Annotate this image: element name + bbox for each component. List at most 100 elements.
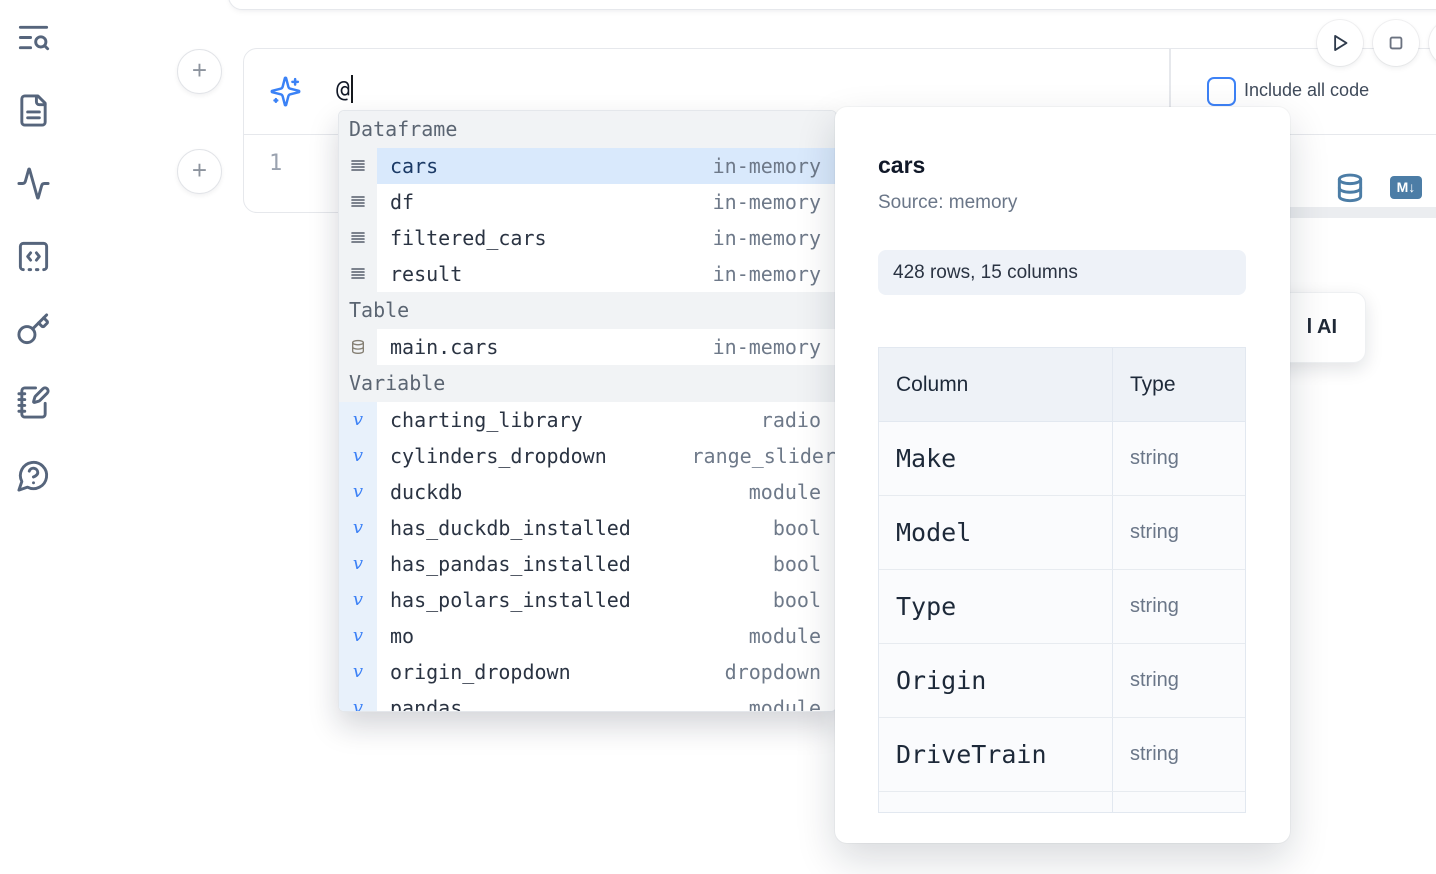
variable-icon: v (339, 546, 377, 582)
rows-icon (339, 148, 377, 184)
completion-item-name: cylinders_dropdown (390, 444, 607, 468)
previous-cell-edge (228, 0, 1436, 10)
variable-icon: v (339, 618, 377, 654)
sidebar (16, 20, 60, 493)
completion-item-type: in-memory (712, 154, 821, 178)
schema-row-DriveTrain: DriveTrain string (879, 718, 1245, 792)
completion-item-type: in-memory (712, 262, 821, 286)
completion-item-name: has_polars_installed (390, 588, 631, 612)
markdown-export-icon[interactable]: M↓ (1390, 176, 1422, 199)
text-caret (350, 75, 353, 103)
completion-item-type: in-memory (712, 226, 821, 250)
add-cell-button-bottom[interactable]: + (177, 149, 222, 194)
variable-icon: v (339, 690, 377, 711)
schema-row-Origin: Origin string (879, 644, 1245, 718)
completion-item-result[interactable]: result in-memory (339, 256, 836, 292)
database-icon (339, 329, 377, 365)
completion-item-name: cars (390, 154, 439, 178)
completion-item-has_duckdb_installed[interactable]: v has_duckdb_installed bool (339, 510, 836, 546)
completion-item-name: filtered_cars (390, 226, 547, 250)
text-search-icon[interactable] (16, 20, 51, 55)
completion-item-cylinders_dropdown[interactable]: v cylinders_dropdown range_slider (339, 438, 836, 474)
run-cell-button[interactable] (1317, 20, 1363, 66)
completion-item-type: range_slider (691, 444, 837, 468)
variable-icon: v (339, 654, 377, 690)
schema-column-type: string (1130, 595, 1179, 617)
completion-item-name: has_duckdb_installed (390, 516, 631, 540)
code-editor-row[interactable]: 1 (244, 134, 1436, 210)
completion-item-type: in-memory (712, 190, 821, 214)
preview-shape-badge: 428 rows, 15 columns (878, 250, 1246, 295)
completion-item-name: has_pandas_installed (390, 552, 631, 576)
schema-header-column: Column (896, 372, 969, 396)
completion-item-main.cars[interactable]: main.cars in-memory (339, 329, 836, 365)
completion-section-variable: Variable (339, 365, 836, 402)
completion-item-type: bool (772, 516, 821, 540)
schema-column-type: string (1130, 743, 1179, 765)
completion-item-filtered_cars[interactable]: filtered_cars in-memory (339, 220, 836, 256)
completion-section-table: Table (339, 292, 836, 329)
include-all-code-checkbox[interactable] (1207, 77, 1236, 106)
schema-column-name: Type (896, 592, 957, 621)
schema-column-name: Origin (896, 666, 987, 695)
completion-item-type: bool (772, 588, 821, 612)
variable-icon: v (339, 474, 377, 510)
completion-item-name: mo (390, 624, 415, 648)
schema-row-partial (879, 792, 1245, 812)
preview-title: cars (878, 152, 926, 178)
completion-item-name: df (390, 190, 415, 214)
completion-item-type: module (748, 696, 821, 712)
completion-item-type: radio (760, 408, 821, 432)
completion-section-dataframe: Dataframe (339, 111, 836, 148)
schema-row-Model: Model string (879, 496, 1245, 570)
ai-prompt-input[interactable]: @ (336, 75, 353, 103)
prompt-divider (1169, 49, 1171, 134)
notebook-pen-icon[interactable] (16, 385, 51, 420)
rows-icon (339, 184, 377, 220)
completion-item-cars[interactable]: cars in-memory (339, 148, 836, 184)
code-snippets-icon[interactable] (16, 239, 51, 274)
key-icon[interactable] (16, 312, 51, 347)
completion-item-type: module (748, 480, 821, 504)
completion-item-type: in-memory (712, 335, 821, 359)
completion-item-name: charting_library (390, 408, 583, 432)
completion-item-type: module (748, 624, 821, 648)
completion-item-has_polars_installed[interactable]: v has_polars_installed bool (339, 582, 836, 618)
variable-icon: v (339, 438, 377, 474)
include-all-code-label: Include all code (1244, 80, 1370, 100)
schema-column-type: string (1130, 447, 1179, 469)
stop-icon (1389, 36, 1403, 50)
schema-column-name: Model (896, 518, 972, 547)
help-bubble-icon[interactable] (16, 458, 51, 493)
schema-column-name: Make (896, 444, 957, 473)
schema-row-Make: Make string (879, 422, 1245, 496)
activity-icon[interactable] (16, 166, 51, 201)
database-icon[interactable] (1334, 172, 1366, 204)
schema-column-type: string (1130, 521, 1179, 543)
schema-row-Type: Type string (879, 570, 1245, 644)
schema-column-type: string (1130, 669, 1179, 691)
more-actions-button[interactable] (1429, 20, 1436, 66)
completion-item-name: main.cars (390, 335, 499, 359)
schema-column-name: DriveTrain (896, 740, 1047, 769)
add-cell-button-top[interactable]: + (177, 49, 222, 94)
rows-icon (339, 220, 377, 256)
variable-icon: v (339, 582, 377, 618)
preview-source: Source: memory (878, 192, 1018, 213)
line-number: 1 (269, 151, 283, 176)
file-text-icon[interactable] (16, 93, 51, 128)
completion-item-name: result (390, 262, 463, 286)
variable-icon: v (339, 510, 377, 546)
completion-item-name: duckdb (390, 480, 463, 504)
stop-button[interactable] (1373, 20, 1419, 66)
completion-item-df[interactable]: df in-memory (339, 184, 836, 220)
